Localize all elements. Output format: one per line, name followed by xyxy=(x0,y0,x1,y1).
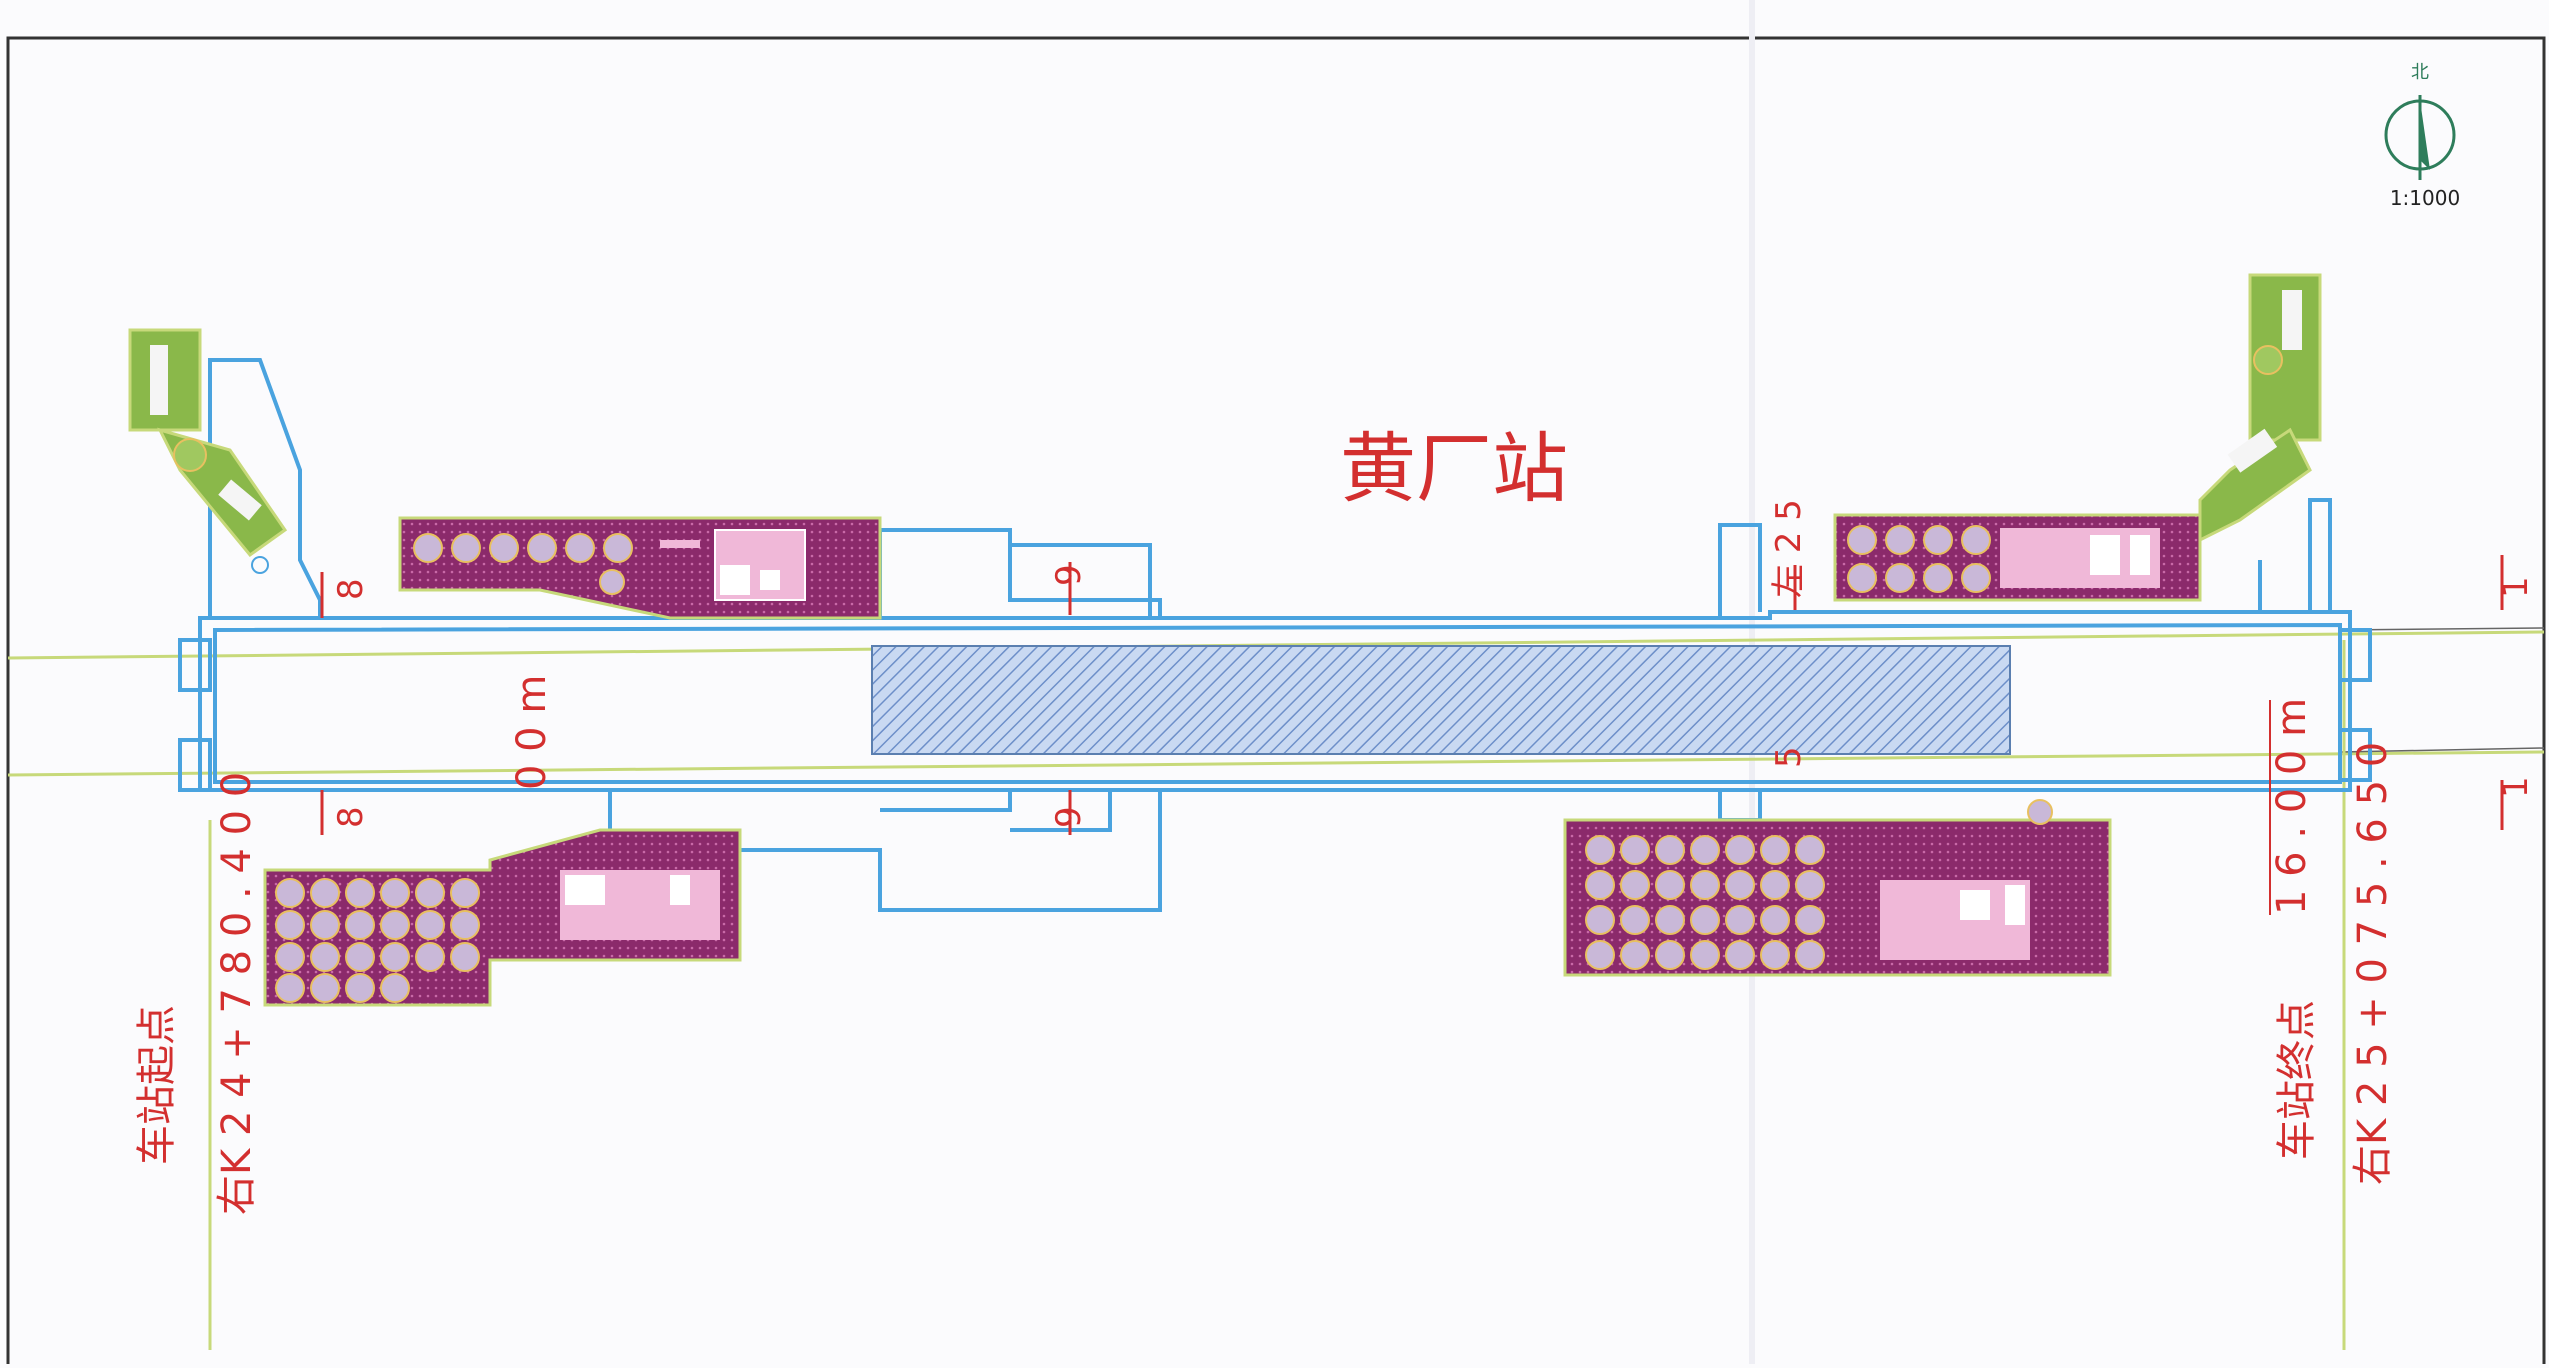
end-label: 车站终点 xyxy=(2274,1000,2320,1160)
north-arrow-icon xyxy=(2384,95,2456,180)
length-label: 1 6 . 0 0 m xyxy=(2269,698,2315,915)
end-chainage: 右K 2 5 + 0 7 5 . 6 5 0 xyxy=(2350,742,2396,1185)
scale-label: 1:1000 xyxy=(2390,186,2460,210)
section-mark-right-top: 左 2 5 xyxy=(1769,499,1809,598)
equipment-block-bottom-right xyxy=(1563,799,2112,977)
section-mark-right-bottom: 5 xyxy=(1769,746,1809,768)
equipment-block-top-right xyxy=(1833,513,2202,602)
section-ticks xyxy=(320,555,2504,835)
entrance-top-right xyxy=(2198,273,2322,543)
length-label-left: 0 0 m xyxy=(509,675,555,790)
edge-mark-top: 1 xyxy=(2496,576,2536,598)
start-chainage: 右K 2 4 + 7 8 0 . 4 0 0 xyxy=(214,772,260,1215)
station-title: 黄厂站 xyxy=(1340,424,1568,513)
equipment-block-bottom-left xyxy=(263,828,742,1007)
section-mark-left-top: 8 xyxy=(331,578,371,600)
section-mark-left-bottom: 8 xyxy=(331,806,371,828)
edge-mark-bottom: 1 xyxy=(2496,776,2536,798)
entrance-top-left xyxy=(128,328,288,574)
north-label: 北 xyxy=(2411,62,2429,83)
platform xyxy=(871,645,2011,755)
equipment-block-top-left xyxy=(398,516,882,620)
drawing-frame xyxy=(6,36,2546,1368)
start-label: 车站起点 xyxy=(134,1005,180,1165)
